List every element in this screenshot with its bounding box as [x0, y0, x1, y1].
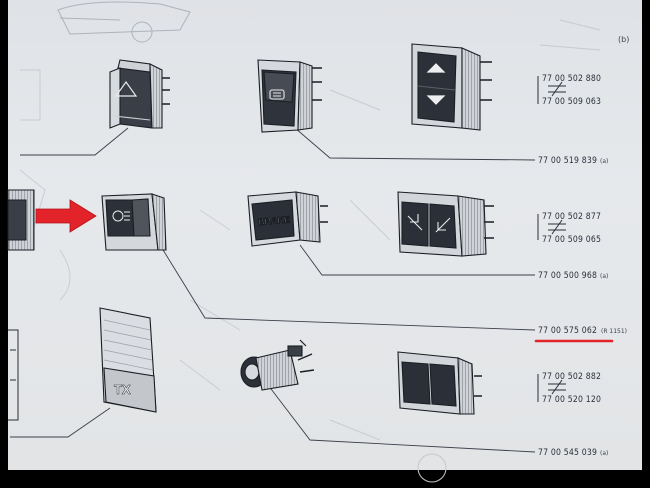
part-number-row4-note: (a) [600, 450, 608, 457]
page-corner-mark: (b) [618, 35, 629, 44]
rocker-arrow-switch [411, 43, 492, 131]
faint-stamp [417, 453, 447, 483]
fog-light-icon [112, 210, 130, 222]
part-number-row2-single: 77 00 500 968 [538, 271, 597, 281]
faint-background-parts [19, 19, 601, 441]
left-edge-lower-part [8, 329, 19, 421]
part-number-highlighted: 77 00 575 062 [538, 326, 597, 336]
rear-defrost-switch [257, 59, 322, 133]
part-number-row4-single: 77 00 545 039 [538, 448, 597, 458]
substitution-symbols [537, 76, 566, 402]
part-number-row2-note: (a) [600, 273, 608, 280]
left-edge-part [7, 189, 35, 251]
part-number-row1-note: (a) [600, 158, 608, 165]
double-rocker-icon [401, 361, 431, 405]
part-number-row4-bottom: 77 00 520 120 [542, 395, 601, 405]
tx-indicator-lens: TX [99, 307, 157, 413]
part-number-row1-bottom: 77 00 509 063 [542, 97, 601, 107]
brake-label: BRAKE [258, 214, 291, 227]
part-number-row1-top: 77 00 502 880 [542, 74, 601, 84]
tx-label: TX [114, 382, 131, 397]
dual-rocker-switch [397, 351, 482, 415]
red-pointer-arrow [35, 199, 97, 233]
fog-light-switch [101, 193, 167, 251]
part-number-highlighted-note: (R 1151) [601, 328, 627, 335]
leader-lines [10, 127, 536, 453]
part-number-row2-top: 77 00 502 877 [542, 212, 601, 222]
rear-window-icon [269, 89, 285, 100]
part-number-row4-top: 77 00 502 882 [542, 372, 601, 382]
double-window-switch [397, 191, 494, 257]
hazard-switch [109, 59, 170, 129]
round-connector [240, 339, 315, 391]
part-number-row2-bottom: 77 00 509 065 [542, 235, 601, 245]
round-socket-icon [244, 363, 260, 381]
up-down-arrow-icon [426, 63, 446, 105]
car-sketch [57, 1, 191, 43]
part-number-row1-single: 77 00 519 839 [538, 156, 597, 166]
window-arrows-icon [407, 214, 451, 233]
brake-warning-light: BRAKE [247, 191, 328, 247]
hazard-triangle-icon [114, 80, 138, 97]
